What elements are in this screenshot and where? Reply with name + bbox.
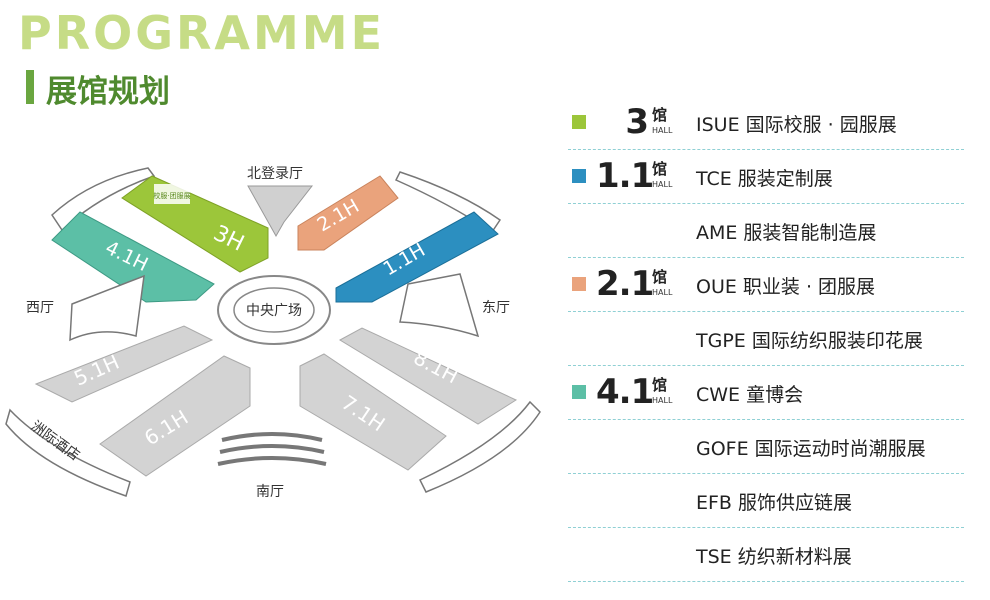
legend-row: EFB 服饰供应链展	[568, 474, 964, 528]
legend-guan-label: 馆	[652, 268, 668, 286]
east-hall-shape	[399, 273, 480, 338]
legend-row: AME 服装智能制造展	[568, 204, 964, 258]
hall-floor-map: 北登录厅 校服·团服展 3H 4.1H 2.1H 1.1H 西厅 东厅 中央广场…	[5, 166, 541, 500]
west-hall-label: 西厅	[26, 300, 54, 316]
legend-exhibition-name: AME 服装智能制造展	[696, 222, 877, 244]
legend-hall-number: 3	[625, 102, 649, 142]
north-hall-label: 北登录厅	[247, 166, 303, 182]
legend-row: GOFE 国际运动时尚潮服展	[568, 420, 964, 474]
hall-3-logo	[154, 184, 190, 204]
legend-exhibition-name: TSE 纺织新材料展	[696, 546, 852, 568]
page-title-cn: 展馆规划	[46, 74, 170, 110]
legend-hall-label: HALL	[652, 288, 673, 297]
legend-color-swatch	[572, 385, 586, 399]
legend-row: TSE 纺织新材料展	[568, 528, 964, 582]
legend-exhibition-name: CWE 童博会	[696, 384, 804, 406]
hall-3-logo-text: 校服·团服展	[153, 191, 190, 200]
south-hall-label: 南厅	[256, 484, 284, 500]
title-accent-bar	[26, 70, 34, 104]
legend-color-swatch	[572, 277, 586, 291]
legend-exhibition-name: EFB 服饰供应链展	[696, 492, 853, 514]
page-title-en: PROGRAMME	[18, 6, 385, 60]
legend-guan-label: 馆	[652, 106, 668, 124]
east-hall-label: 东厅	[482, 300, 510, 316]
south-hall-arc-1	[221, 432, 323, 442]
center-plaza-inner	[233, 287, 315, 333]
legend-guan-label: 馆	[652, 376, 668, 394]
legend-color-swatch	[572, 169, 586, 183]
hall-1-1-shape[interactable]	[335, 211, 499, 303]
hall-6-1-shape[interactable]	[99, 355, 251, 477]
legend-hall-number: 4.1	[596, 372, 654, 412]
southeast-wing-shape	[418, 400, 541, 493]
legend-guan-label: 馆	[652, 160, 668, 178]
legend-hall-label: HALL	[652, 180, 673, 189]
hall-5-1-shape[interactable]	[34, 325, 214, 403]
legend-exhibition-name: ISUE 国际校服 · 园服展	[696, 114, 897, 136]
west-hall-shape	[69, 274, 145, 342]
legend-row: TGPE 国际纺织服装印花展	[568, 312, 964, 366]
south-hall-arc-2	[219, 444, 325, 454]
legend-color-swatch	[572, 115, 586, 129]
hall-2-1-shape[interactable]	[297, 175, 399, 251]
legend-exhibition-name: TGPE 国际纺织服装印花展	[696, 330, 923, 352]
south-hall-arc-3	[217, 456, 327, 466]
north-lobby-shape	[247, 185, 314, 238]
hall-7-1-shape[interactable]	[299, 353, 447, 471]
legend-exhibition-name: OUE 职业装 · 团服展	[696, 276, 876, 298]
hall-8-1-shape[interactable]	[338, 327, 518, 425]
legend-exhibition-name: TCE 服装定制展	[696, 168, 833, 190]
legend-hall-label: HALL	[652, 126, 673, 135]
legend-hall-number: 1.1	[596, 156, 654, 196]
legend-hall-number: 2.1	[596, 264, 654, 304]
hotel-shape	[5, 408, 131, 497]
legend-exhibition-name: GOFE 国际运动时尚潮服展	[696, 438, 926, 460]
legend-hall-label: HALL	[652, 396, 673, 405]
center-plaza-label: 中央广场	[246, 303, 302, 319]
